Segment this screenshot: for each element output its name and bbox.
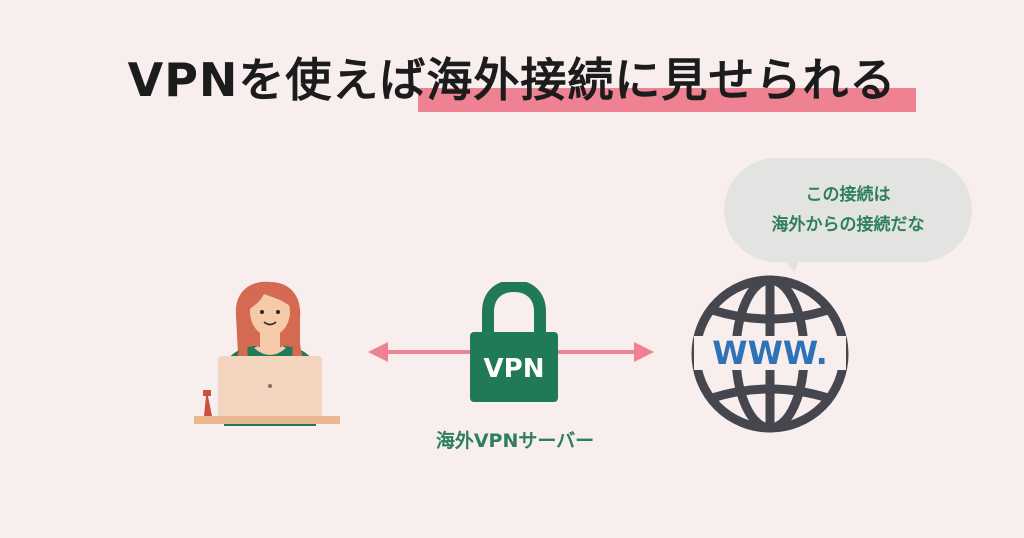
- speech-line-2: 海外からの接続だな: [771, 215, 925, 235]
- eye-right: [276, 310, 280, 314]
- collar: [254, 346, 286, 355]
- title-highlight-bar: [418, 88, 916, 112]
- desk: [194, 416, 340, 424]
- smile: [263, 321, 277, 326]
- woman-laptop-illustration: [194, 281, 340, 426]
- page-title: VPNを使えば海外接続に見せられる: [128, 44, 897, 110]
- globe-icon: WWW.: [691, 275, 849, 433]
- arrow-head-right: [634, 342, 654, 362]
- server-label: 海外VPNサーバー: [435, 430, 595, 452]
- speech-line-1: この接続は: [805, 185, 891, 205]
- lock-shackle: [482, 282, 546, 334]
- neck: [260, 332, 280, 350]
- title-prefix: VPNを使えば: [127, 53, 427, 107]
- lock-body: [470, 332, 558, 402]
- hair-side: [236, 306, 250, 360]
- hair-side-right: [290, 306, 304, 360]
- www-band: [694, 336, 846, 370]
- hair-bangs: [248, 284, 293, 310]
- lock-icon: VPN: [470, 282, 558, 402]
- speech-bubble: この接続は 海外からの接続だな: [724, 158, 972, 262]
- title-highlight: 海外接続に見せられる: [426, 53, 897, 107]
- title-container: VPNを使えば海外接続に見せられる: [0, 44, 1024, 110]
- laptop-camera: [268, 384, 272, 388]
- eye-left: [260, 310, 264, 314]
- www-text: WWW.: [712, 334, 827, 372]
- vase: [203, 390, 212, 416]
- lock-text: VPN: [484, 354, 545, 384]
- arrow-head-left: [368, 342, 388, 362]
